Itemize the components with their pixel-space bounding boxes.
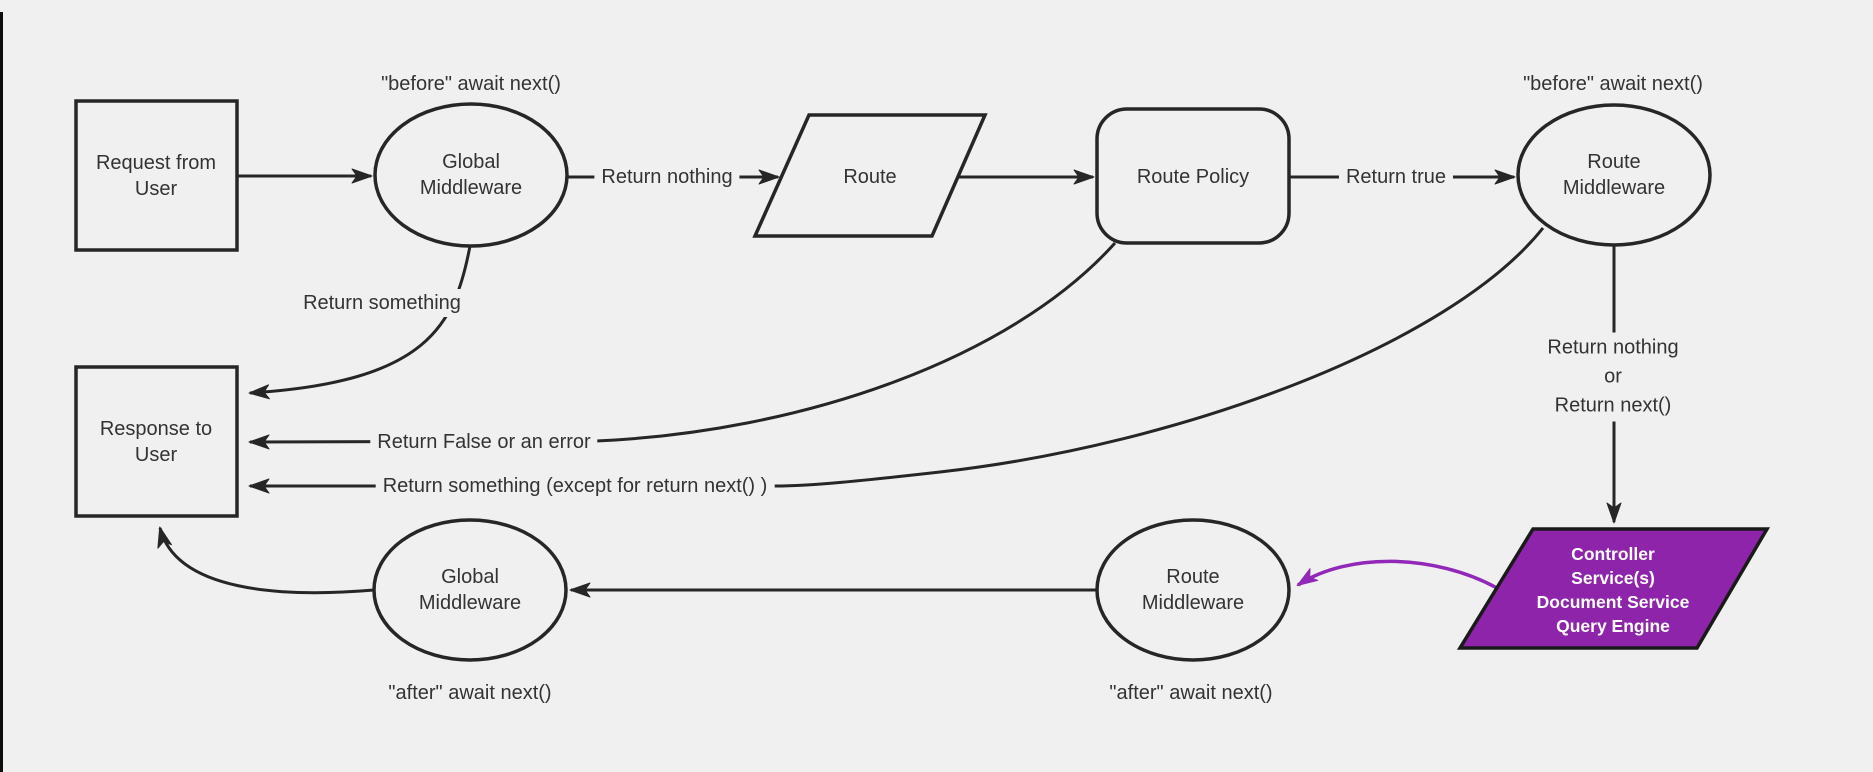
return-nothing-or-next-label: Return nothing or Return next() xyxy=(1540,332,1686,422)
return-nothing-label: Return nothing xyxy=(594,163,740,191)
after-await-label-right: "after" await next() xyxy=(1109,682,1273,704)
global-middleware-top-label: Global Middleware xyxy=(419,151,523,199)
global-middleware-bottom-label: Global Middleware xyxy=(418,566,522,614)
before-await-label-right: "before" await next() xyxy=(1523,73,1703,95)
route-label: Route xyxy=(843,166,897,188)
node-controller-parallelogram xyxy=(1456,527,1771,650)
node-route-parallelogram xyxy=(752,113,988,238)
return-false-or-error-label: Return False or an error xyxy=(370,428,598,456)
controller-label: Controller Service(s) Document Service Q… xyxy=(1536,544,1690,636)
node-global-middleware-top-ellipse xyxy=(373,102,569,248)
node-route-middleware-bottom-ellipse xyxy=(1095,518,1291,662)
node-request-rect xyxy=(74,99,239,252)
route-policy-label: Route Policy xyxy=(1136,166,1250,188)
edge-route-middleware-return-something-except xyxy=(248,227,1545,494)
node-route-middleware-top-ellipse xyxy=(1516,103,1712,247)
request-label: Request from User xyxy=(95,152,217,200)
node-global-middleware-bottom-ellipse xyxy=(372,518,568,662)
before-await-label-left: "before" await next() xyxy=(381,73,561,95)
node-route-policy-rect xyxy=(1095,107,1291,245)
route-middleware-bottom-label: Route Middleware xyxy=(1141,566,1245,614)
edge-controller-to-route-middleware-purple xyxy=(1296,559,1498,590)
after-await-label-left: "after" await next() xyxy=(388,682,552,704)
edge-global-middleware-to-response xyxy=(157,526,375,595)
return-something-except-label: Return something (except for return next… xyxy=(375,472,775,500)
route-middleware-top-label: Route Middleware xyxy=(1562,151,1666,199)
edge-global-middleware-return-something xyxy=(248,245,472,400)
window-left-edge xyxy=(0,12,3,772)
return-something-label: Return something xyxy=(296,289,468,317)
return-true-label: Return true xyxy=(1338,163,1454,191)
edge-route-policy-return-false xyxy=(248,241,1117,450)
response-label: Response to User xyxy=(99,418,213,466)
node-response-rect xyxy=(74,365,239,518)
